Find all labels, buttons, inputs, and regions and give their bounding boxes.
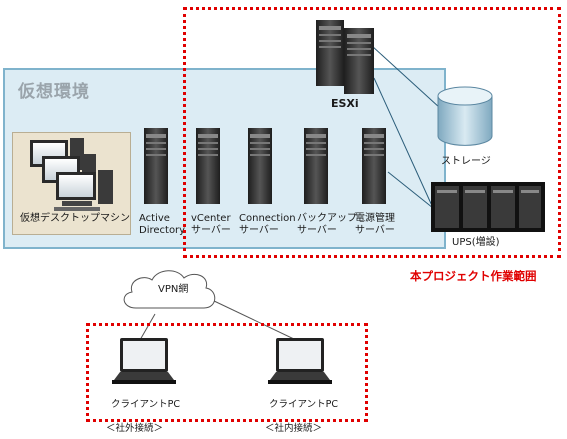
server-icon-power [362, 128, 386, 204]
vpn-label: VPN網 [158, 284, 189, 295]
server-label-power: 電源管理サーバー [355, 213, 395, 236]
vpn-client1-line [139, 313, 156, 341]
ups-icon [431, 182, 545, 232]
project-scope-label: 本プロジェクト作業範囲 [410, 269, 537, 283]
esxi-ups-line [373, 77, 434, 209]
laptop-icon [268, 338, 332, 384]
client1-label: クライアントPC [111, 399, 180, 410]
environment-title: 仮想環境 [18, 82, 90, 102]
storage-icon [437, 86, 493, 146]
server-icon-vcenter [196, 128, 220, 204]
client1-connection: ＜社外接続＞ [106, 423, 164, 434]
server-icon-connection [248, 128, 272, 204]
server-icon-backup [304, 128, 328, 204]
esxi-storage-line [371, 45, 441, 109]
vpn-client2-line [211, 299, 297, 341]
client2-label: クライアントPC [269, 399, 338, 410]
server-label-backup: バックアップサーバー [297, 213, 357, 236]
laptop-icon [112, 338, 176, 384]
esxi-host-icon [316, 20, 374, 94]
power-ups-line [387, 171, 434, 209]
ups-label: UPS(増設) [452, 237, 500, 248]
server-icon-ad [144, 128, 168, 204]
storage-label: ストレージ [441, 156, 491, 167]
vpn-cloud-icon [123, 270, 216, 309]
desktop-monitors-icon [30, 138, 113, 211]
client2-connection: ＜社内接続＞ [265, 423, 323, 434]
client-scope-box [86, 323, 368, 422]
server-row [144, 128, 386, 204]
project-scope-box [183, 7, 561, 258]
esxi-label: ESXi [331, 97, 359, 110]
vdi-label: 仮想デスクトップマシン [20, 213, 130, 224]
